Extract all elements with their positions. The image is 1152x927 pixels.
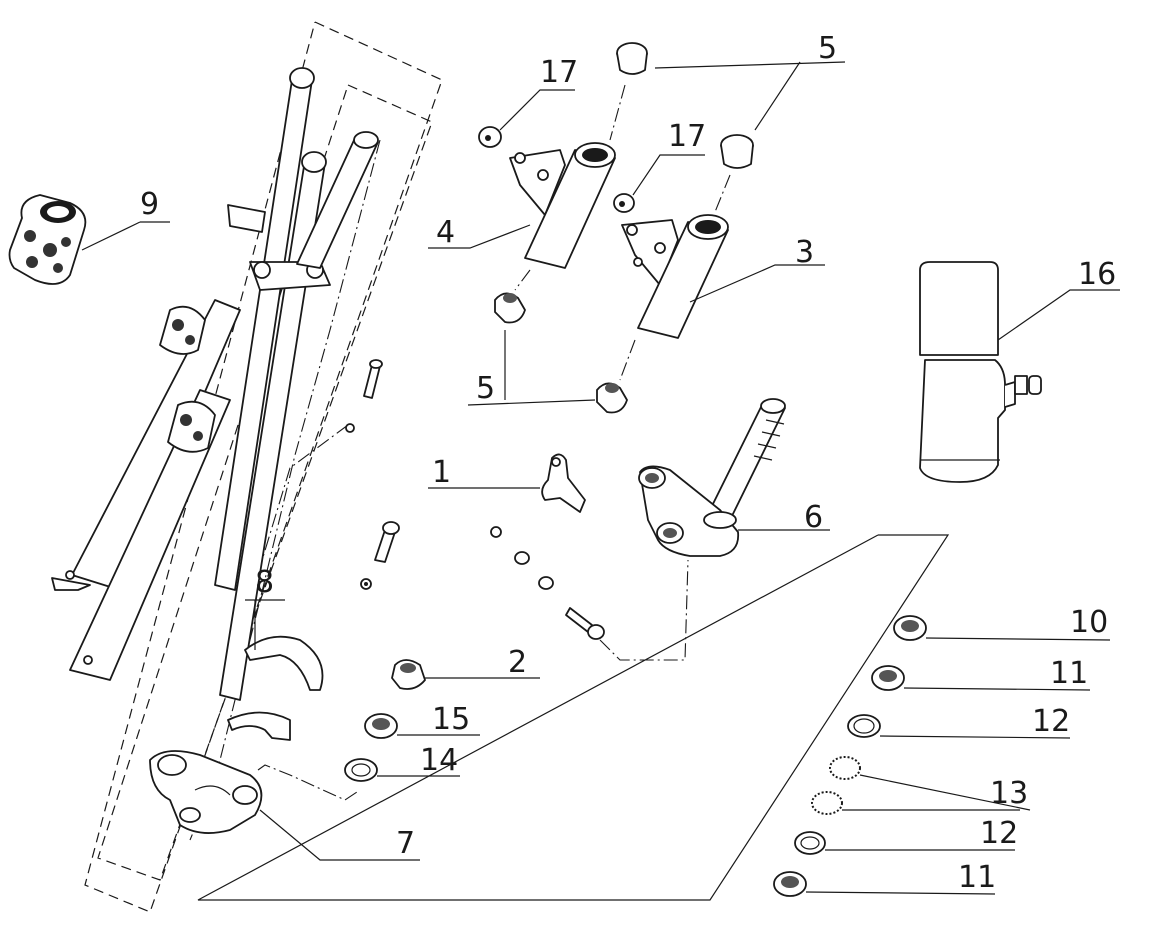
leader-5-bottom (467, 399, 596, 406)
guide-3-5 (619, 339, 636, 381)
stanchion-tube (296, 131, 379, 269)
callout-label: 12 (980, 816, 1018, 851)
clamp-to-nut-line (257, 764, 361, 801)
speedometer-part-16 (919, 261, 1042, 483)
cable-guide-part-1 (541, 453, 586, 513)
nut-part-15 (364, 713, 398, 739)
callout-label: 14 (420, 743, 458, 778)
lower-triple-clamp-part (149, 750, 263, 834)
bushing-part-5-bottom-b (596, 382, 628, 414)
washer-part-12-bottom (794, 831, 826, 855)
bushing-part-5-top-b (720, 134, 754, 169)
guide-4-5 (514, 269, 531, 291)
callout-label: 8 (255, 565, 274, 600)
leader-11-bottom (805, 891, 996, 895)
leader-3 (689, 264, 825, 303)
callout-label: 10 (1070, 605, 1108, 640)
bolt-upper (345, 359, 383, 433)
fork-gaiter-part (8, 194, 87, 285)
leader-17-b (632, 154, 705, 196)
guide-5a-4 (609, 84, 626, 141)
leader-17-a (499, 89, 575, 131)
grommet-part-17-b (613, 193, 635, 213)
bracket-part-4 (509, 142, 616, 269)
leader-12-top (879, 735, 1071, 739)
lamp-bracket-part (227, 635, 324, 741)
fork-leg-front (69, 151, 327, 701)
bearing-group-frame (197, 534, 950, 901)
callout-label: 1 (432, 455, 451, 490)
leader-13-a (859, 774, 1031, 811)
leader-11-top (903, 687, 1091, 691)
callout-label: 9 (140, 187, 159, 222)
nut-part-11-top (871, 665, 905, 691)
guide-5b-3 (714, 174, 731, 213)
center-dashdot-line (189, 139, 381, 841)
leader-4 (428, 224, 531, 249)
nut-part-2 (391, 659, 426, 690)
nut-part-11-bottom (773, 871, 807, 897)
callout-label: 13 (990, 776, 1028, 811)
callout-label: 2 (508, 645, 527, 680)
leader-5-top-b (754, 61, 801, 131)
bolt-lower (360, 521, 400, 590)
leader-9 (81, 221, 141, 251)
bearing-part-13-a (829, 756, 861, 780)
leader-16 (997, 289, 1120, 341)
bolt-dashdot-line (249, 424, 349, 601)
bushing-part-5-top-a (616, 42, 648, 75)
callout-label: 17 (540, 55, 578, 90)
callout-label: 4 (436, 215, 455, 250)
bearing-part-13-b (811, 791, 843, 815)
washer-part-14 (344, 758, 378, 782)
callout-label: 3 (795, 235, 814, 270)
leader-10 (925, 637, 1111, 641)
callout-label: 12 (1032, 704, 1070, 739)
callout-label: 5 (818, 31, 837, 66)
bolt-with-washers (490, 526, 605, 640)
callout-label: 6 (804, 500, 823, 535)
callout-label: 17 (668, 119, 706, 154)
nut-part-10 (893, 615, 927, 641)
leader-7 (259, 809, 420, 861)
callout-label: 11 (1050, 656, 1088, 691)
bushing-part-5-bottom-a (494, 292, 526, 324)
fork-leg-rear (51, 67, 315, 591)
callout-label: 11 (958, 860, 996, 895)
bracket-part-3 (621, 214, 729, 339)
steering-stem-part-6 (638, 398, 786, 557)
callout-label: 15 (432, 702, 470, 737)
inner-dash-frame (97, 84, 433, 881)
fork-clamp-upper (227, 204, 331, 291)
callout-label: 16 (1078, 257, 1116, 292)
leader-5-top (654, 61, 846, 69)
washer-part-12-top (847, 714, 881, 738)
callout-label: 7 (396, 826, 415, 861)
bolt-to-stem-line (599, 559, 689, 661)
grommet-part-17-a (478, 126, 502, 148)
callout-label: 5 (476, 371, 495, 406)
